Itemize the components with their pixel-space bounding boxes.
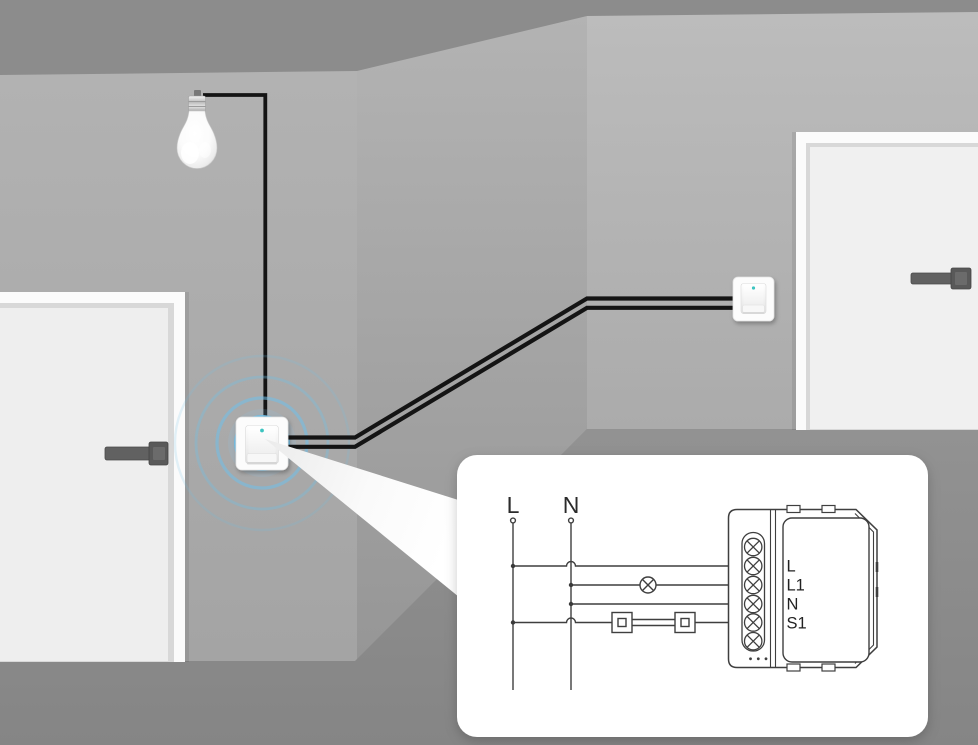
- module-mount-tab: [821, 504, 836, 514]
- switch-symbol: [611, 611, 696, 634]
- door-right: [792, 132, 978, 430]
- wall-wire-lower: [288, 305, 733, 449]
- door-right-handle: [910, 267, 972, 290]
- signal-ring: [173, 354, 351, 532]
- wiring-diagram: L N: [507, 492, 879, 690]
- smart-wall-switch: [235, 416, 289, 471]
- switch-rocker-lip-shadow: [742, 312, 765, 314]
- terminal-screw: [743, 594, 763, 614]
- terminal-screw: [743, 631, 763, 651]
- door-left-frame-shadow: [185, 292, 189, 662]
- switch-rocker-lip-shadow: [247, 462, 277, 465]
- door-right-leaf: [810, 147, 978, 429]
- switch-rocker-face: [743, 285, 764, 306]
- module-mount-tab: [821, 663, 836, 672]
- wall-switch-secondary: [732, 276, 775, 322]
- signal-ring: [215, 396, 309, 490]
- live-line-node: [509, 517, 517, 524]
- door-left-leaf: [0, 308, 168, 661]
- door-left: [0, 292, 189, 662]
- module-mount-tab: [786, 663, 801, 672]
- terminal-label-N: N: [787, 596, 799, 614]
- junction-dot: [568, 601, 574, 607]
- module-mount-tab: [786, 504, 801, 514]
- neutral-line-node: [567, 517, 575, 524]
- terminal-screw: [743, 537, 763, 557]
- bulb-highlight: [181, 142, 199, 164]
- junction-dot: [568, 582, 574, 588]
- terminal-label-S1: S1: [787, 615, 807, 633]
- junction-dot: [510, 563, 516, 569]
- module-vent-dot: [749, 657, 752, 661]
- terminal-label-L1: L1: [787, 577, 805, 595]
- junction-dot: [510, 620, 516, 625]
- bulb-highlight: [199, 142, 211, 158]
- light-bulb-fixture: [176, 90, 268, 418]
- lamp-symbol: [639, 576, 657, 594]
- module-vent-dot: [764, 657, 768, 661]
- door-left-handle: [104, 441, 169, 466]
- bulb-wire-nub: [194, 90, 201, 97]
- callout-pointer: [265, 439, 471, 597]
- wire-to-terminal-L: [513, 560, 744, 567]
- terminal-screw: [743, 556, 763, 576]
- terminal-screw: [743, 613, 763, 632]
- neutral-label: N: [563, 492, 580, 518]
- terminal-screw: [743, 575, 763, 595]
- terminal-screws: [743, 537, 763, 651]
- door-right-frame-shadow: [792, 132, 796, 430]
- signal-ring: [194, 375, 330, 511]
- wall-wire-upper: [288, 296, 733, 440]
- switch-rocker-face: [248, 427, 276, 454]
- terminal-label-L: L: [787, 558, 796, 576]
- module-panel: [782, 517, 870, 663]
- switch-led-indicator: [751, 286, 756, 290]
- bulb-wire: [203, 93, 268, 418]
- wall-wiring: [288, 296, 733, 449]
- module-vent-dot: [756, 657, 760, 661]
- live-label: L: [507, 492, 520, 518]
- relay-module: L L1 N S1: [727, 504, 879, 672]
- switch-led-indicator: [260, 428, 264, 433]
- switch-rocker-lip: [246, 453, 278, 463]
- switch-rocker-lip: [742, 304, 765, 313]
